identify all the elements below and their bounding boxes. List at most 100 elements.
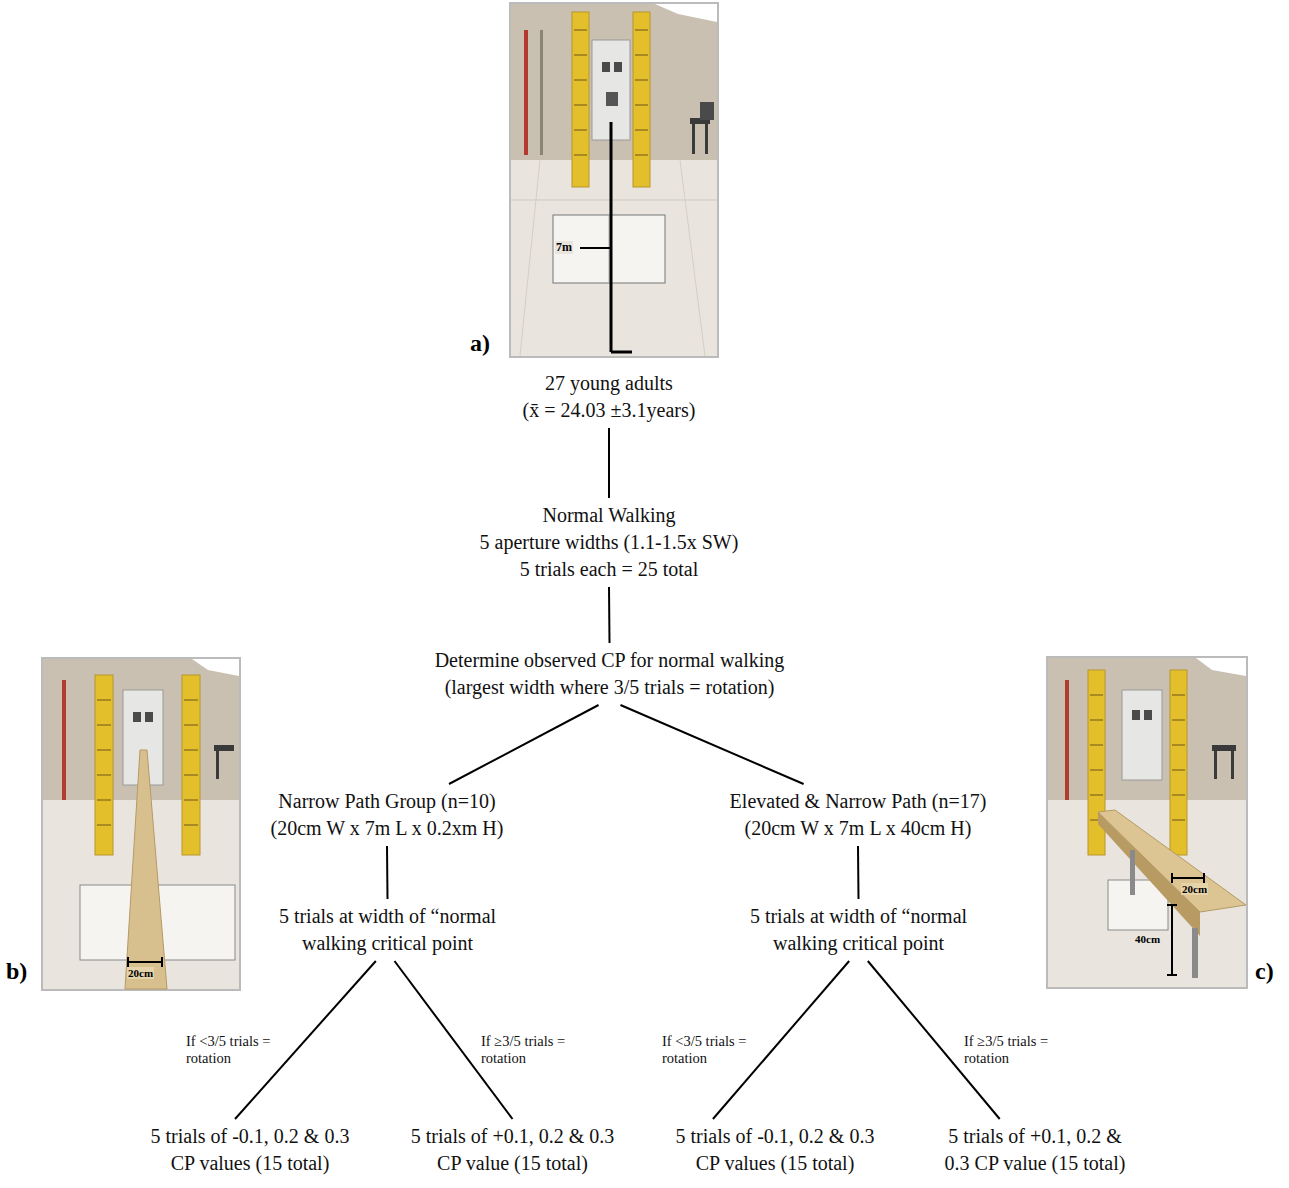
photo-a-detail: [700, 102, 714, 120]
photo-c-detail: [1170, 670, 1187, 855]
flow-node: 5 trials at width of “normal walking cri…: [271, 899, 504, 961]
photo-c-detail: [1065, 680, 1069, 800]
photo-c-detail: [1172, 877, 1204, 879]
photo-a-detail: [572, 12, 589, 187]
photo-c-detail: [1130, 850, 1135, 895]
photo-b-detail: [62, 680, 66, 800]
panel-letter: a): [469, 330, 491, 356]
node-text: Narrow Path Group (n=10) (20cm W x 7m L …: [269, 788, 505, 842]
photo-c: [1047, 657, 1247, 988]
photo-b-detail: [127, 957, 129, 967]
photo-c-detail: [1214, 751, 1217, 779]
photo-c-detail: [1203, 873, 1205, 883]
photo-c-detail: [1231, 751, 1234, 779]
flow-node: 27 young adults(x̄ = 24.03 ±3.1years): [515, 366, 703, 428]
photo-c-detail: [1167, 974, 1177, 976]
photo-a-detail: [606, 92, 618, 106]
node-text: Determine observed CP for normal walking…: [433, 647, 786, 701]
photo-a-detail: [520, 160, 540, 356]
flow-node: 5 trials of +0.1, 0.2 & 0.3 CP value (15…: [403, 1119, 622, 1181]
dimension-label: 7m: [555, 241, 573, 254]
connector: [620, 705, 803, 784]
photo-a-detail: [705, 124, 708, 154]
photo-a-detail: [510, 3, 718, 357]
photo-a-detail: [680, 160, 705, 356]
photo-b: [42, 658, 240, 990]
flow-node: 5 trials of -0.1, 0.2 & 0.3 CP values (1…: [668, 1119, 882, 1181]
panel-letter: c): [1254, 958, 1275, 984]
node-text: 27 young adults: [521, 370, 697, 397]
photo-a-detail: [692, 124, 695, 154]
edge-label: If ≥3/5 trials = rotation: [963, 1033, 1053, 1068]
connector: [608, 587, 611, 643]
photo-a-detail: [633, 12, 650, 187]
flow-node: Normal Walking5 aperture widths (1.1-1.5…: [472, 498, 746, 587]
photo-c-detail: [1167, 904, 1177, 906]
photo-a-detail: [610, 122, 613, 352]
photo-c-detail: [1171, 873, 1173, 883]
flow-node: 5 trials of -0.1, 0.2 & 0.3 CP values (1…: [143, 1119, 357, 1181]
node-text: 5 trials of +0.1, 0.2 & 0.3 CP value (15…: [943, 1123, 1127, 1177]
photo-b-detail: [216, 751, 219, 779]
photo-c-detail: [1132, 710, 1140, 720]
photo-c-detail: [1048, 658, 1246, 803]
photo-a-detail: [511, 200, 717, 201]
photo-c-detail: [1171, 905, 1173, 975]
photo-a-detail: [611, 351, 632, 354]
panel-letter: b): [5, 958, 28, 984]
photo-b-detail: [125, 750, 167, 989]
photo-c-detail: [1090, 695, 1185, 820]
photo-a-detail: [614, 62, 622, 72]
node-text: 5 trials of -0.1, 0.2 & 0.3 CP values (1…: [674, 1123, 876, 1177]
photo-b-detail: [42, 658, 240, 990]
node-text: 5 aperture widths (1.1-1.5x SW) 5 trials…: [478, 529, 740, 583]
node-text: 5 trials at width of “normal walking cri…: [748, 903, 969, 957]
connector: [449, 705, 599, 784]
flow-node: Narrow Path Group (n=10) (20cm W x 7m L …: [263, 784, 511, 846]
photo-b-detail: [95, 675, 113, 855]
photo-b-detail: [182, 675, 200, 855]
photo-c-detail: [1212, 745, 1236, 751]
edge-label: If ≥3/5 trials = rotation: [480, 1033, 570, 1068]
photo-c-detail: [1144, 710, 1152, 720]
photo-a-detail: [524, 30, 528, 155]
photo-b-detail: [128, 961, 162, 963]
photo-a-detail: [553, 215, 665, 283]
connector: [386, 846, 389, 899]
photo-a-detail: [511, 4, 717, 164]
edge-label: If <3/5 trials = rotation: [185, 1033, 275, 1068]
photo-b-detail: [145, 712, 153, 722]
node-text: (x̄ = 24.03 ±3.1years): [521, 397, 697, 424]
photo-c-detail: [1098, 810, 1246, 912]
node-text: Normal Walking: [478, 502, 740, 529]
dimension-label: 20cm: [127, 967, 154, 979]
photo-b-detail: [192, 659, 239, 676]
photo-a-detail: [580, 247, 611, 249]
node-text: 5 trials at width of “normal walking cri…: [277, 903, 498, 957]
node-text: 5 trials of +0.1, 0.2 & 0.3 CP value (15…: [409, 1123, 616, 1177]
photo-c-detail: [1192, 928, 1198, 978]
photo-a-detail: [540, 30, 543, 155]
flow-node: Elevated & Narrow Path (n=17) (20cm W x …: [722, 784, 994, 846]
dimension-label: 40cm: [1134, 933, 1161, 945]
flow-node: 5 trials at width of “normal walking cri…: [742, 899, 975, 961]
photo-c-detail: [1047, 657, 1247, 988]
connector: [857, 846, 860, 899]
edge-label: If <3/5 trials = rotation: [661, 1033, 751, 1068]
photo-b-detail: [133, 712, 141, 722]
photo-b-detail: [214, 745, 234, 751]
flow-node: 5 trials of +0.1, 0.2 & 0.3 CP value (15…: [937, 1119, 1133, 1181]
node-text: Elevated & Narrow Path (n=17) (20cm W x …: [728, 788, 988, 842]
flow-node: Determine observed CP for normal walking…: [427, 643, 792, 705]
connector: [608, 428, 610, 498]
photo-c-detail: [1196, 658, 1246, 676]
photo-c-detail: [1048, 800, 1246, 987]
photo-a-detail: [511, 160, 717, 356]
node-text: 5 trials of -0.1, 0.2 & 0.3 CP values (1…: [149, 1123, 351, 1177]
dimension-label: 20cm: [1181, 883, 1208, 895]
photo-a: [510, 3, 718, 357]
photo-b-detail: [161, 957, 163, 967]
photo-a-detail: [602, 62, 610, 72]
